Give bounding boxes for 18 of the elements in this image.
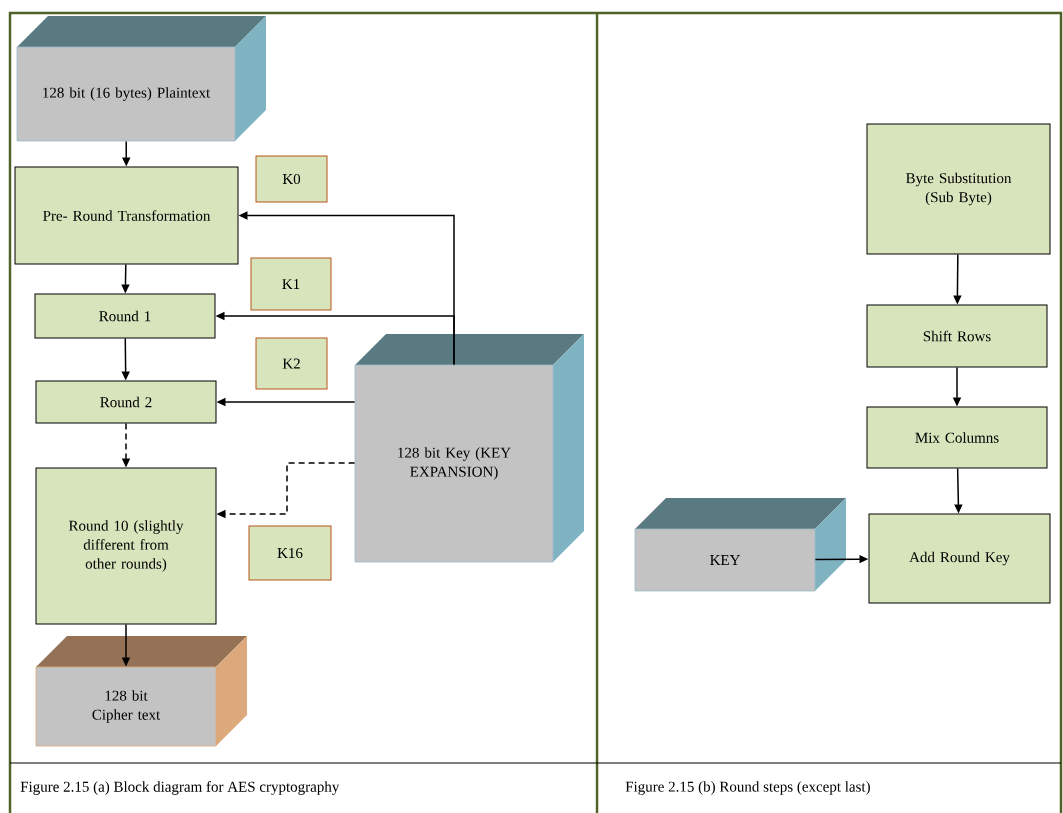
key-box: K0 [255, 155, 328, 203]
block-cube: KEY [634, 498, 846, 592]
block-cube: 128 bit Cipher text [35, 636, 247, 747]
figure-caption: Figure 2.15 (b) Round steps (except last) [625, 781, 870, 795]
process-box: Round 10 (slightly different from other rounds) [35, 467, 217, 625]
block-cube: 128 bit Key (KEY EXPANSION) [354, 334, 584, 563]
process-box: Byte Substitution (Sub Byte) [866, 123, 1051, 255]
process-box: Round 2 [35, 380, 217, 424]
key-box: K16 [248, 525, 332, 581]
process-box: Mix Columns [866, 406, 1048, 469]
process-box: Round 1 [34, 293, 216, 339]
process-box: Add Round Key [868, 513, 1051, 604]
figure-caption: Figure 2.15 (a) Block diagram for AES cryptography [20, 781, 340, 795]
process-box: Pre- Round Transformation [14, 166, 239, 265]
block-cube: 128 bit (16 bytes) Plaintext [16, 16, 266, 142]
key-box: K2 [255, 337, 328, 390]
process-box: Shift Rows [866, 304, 1048, 368]
key-box: K1 [250, 257, 332, 311]
